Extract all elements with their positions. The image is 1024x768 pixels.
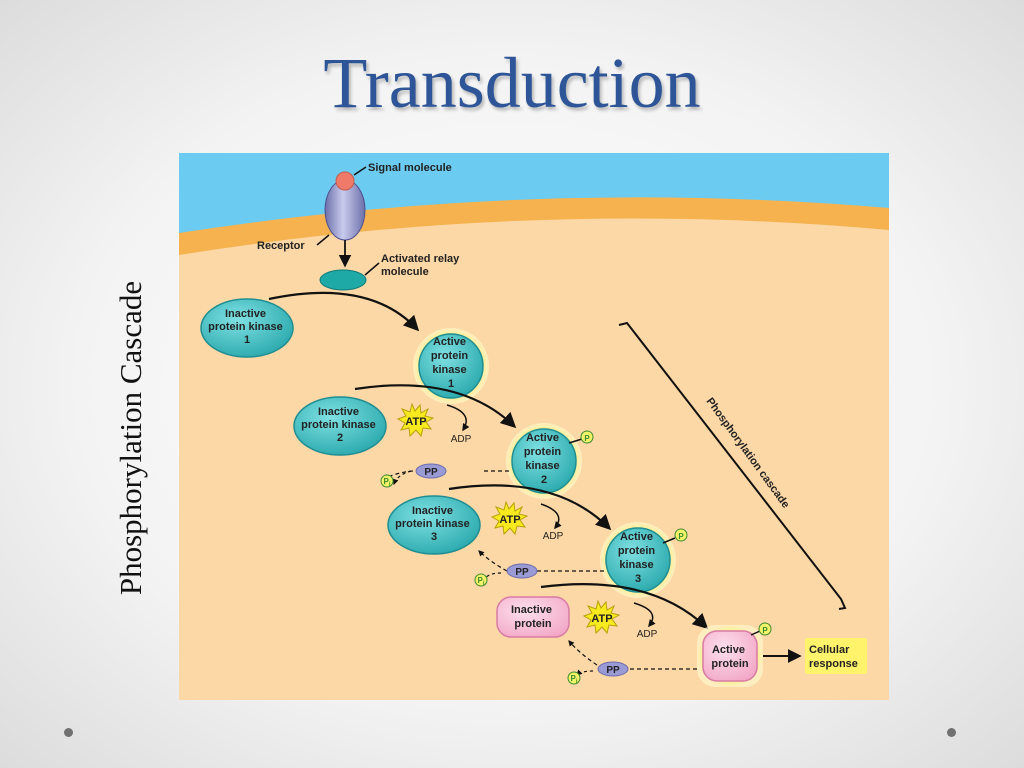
pp-enzyme-1 (415, 463, 447, 479)
adp-arrow-1 (446, 404, 470, 432)
receptor-label: Receptor (257, 240, 305, 252)
pi-label-2: Pi (477, 576, 484, 587)
phosphate-bond-4 (750, 630, 761, 636)
relay-label-line2: molecule (381, 266, 429, 278)
inactive-kinase-1 (200, 298, 294, 358)
inactive-kinase-2 (293, 396, 387, 456)
pi-icon-2 (474, 573, 488, 587)
pi-label-1: Pi (383, 477, 390, 488)
adp-arrow-3 (633, 602, 656, 628)
inactive-kinase-3 (387, 495, 481, 555)
dephosphorylation-arrow-2 (478, 550, 508, 572)
relay-molecule (319, 269, 367, 291)
side-label: Phosphorylation Cascade (113, 280, 148, 596)
adp-label-1: ADP (451, 434, 472, 445)
cascade-bracket (618, 321, 847, 610)
bullet-dot-right (947, 728, 956, 737)
pp-label-3: PP (606, 665, 620, 676)
active-kinase-1 (418, 333, 484, 399)
atp-label-3: ATP (591, 613, 612, 625)
pi-icon-3 (567, 671, 581, 685)
phosphate-label-2: P (584, 434, 590, 443)
inactive-protein (496, 596, 570, 638)
active-kinase-1-label: Active protein kinase 1 (431, 336, 471, 390)
active-kinase-2-label: Active protein kinase 2 (524, 432, 564, 486)
activation-arrow-4 (540, 583, 709, 630)
receptor-leader-line (316, 234, 330, 246)
phosphate-label-3: P (678, 532, 684, 541)
active-kinase-3 (605, 527, 671, 593)
atp-burst-1 (396, 402, 435, 438)
atp-label-2: ATP (499, 514, 520, 526)
slide-title: Transduction (323, 43, 701, 123)
adp-label-2: ADP (543, 531, 564, 542)
signal-molecule-label: Signal molecule (368, 162, 452, 174)
cellular-response-box (805, 638, 867, 674)
phosphate-bond-3 (662, 537, 676, 544)
inactive-kinase-1-label: Inactive protein kinase 1 (208, 308, 286, 346)
phosphate-icon-3 (674, 528, 688, 542)
phosphate-label-4: P (762, 626, 768, 635)
active-kinase-2 (511, 428, 577, 494)
atp-burst-3 (582, 599, 621, 635)
bullet-dot-left (64, 728, 73, 737)
inactive-protein-label: Inactive protein (511, 604, 555, 630)
active-kinase-3-label: Active protein kinase 3 (618, 531, 658, 585)
atp-label-1: ATP (405, 416, 426, 428)
phosphate-icon-2 (580, 430, 594, 444)
signal-molecule-icon (335, 171, 355, 191)
pp-enzyme-3 (597, 661, 629, 677)
activation-arrow-3 (448, 484, 612, 531)
activation-arrow-2 (354, 384, 517, 429)
phosphate-icon-4 (758, 622, 772, 636)
active-protein (702, 630, 758, 682)
pp-label-1: PP (424, 467, 438, 478)
relay-leader-line (364, 262, 380, 276)
pp-enzyme-2 (506, 563, 538, 579)
pi-label-3: Pi (570, 674, 577, 685)
phosphorylation-diagram: Signal molecule Receptor Activated relay… (179, 153, 889, 700)
atp-burst-2 (490, 500, 529, 536)
adp-label-3: ADP (637, 629, 658, 640)
cellular-response-label: Cellular response (809, 644, 858, 670)
adp-arrow-2 (540, 503, 562, 530)
pi-release-arrow-3 (576, 669, 594, 676)
pi-release-arrow-1 (392, 470, 412, 486)
relay-label-line1: Activated relay (381, 253, 460, 265)
phosphate-bond-2 (568, 438, 583, 444)
dephosphorylation-arrow-3 (568, 640, 598, 666)
activation-arrow-1 (268, 291, 420, 332)
active-protein-label: Active protein (711, 644, 749, 670)
inactive-kinase-3-label: Inactive protein kinase 3 (395, 505, 473, 543)
pi-icon-1 (380, 474, 394, 488)
inactive-kinase-2-label: Inactive protein kinase 2 (301, 406, 379, 444)
pp-label-2: PP (515, 567, 529, 578)
signal-leader-line (353, 166, 367, 176)
